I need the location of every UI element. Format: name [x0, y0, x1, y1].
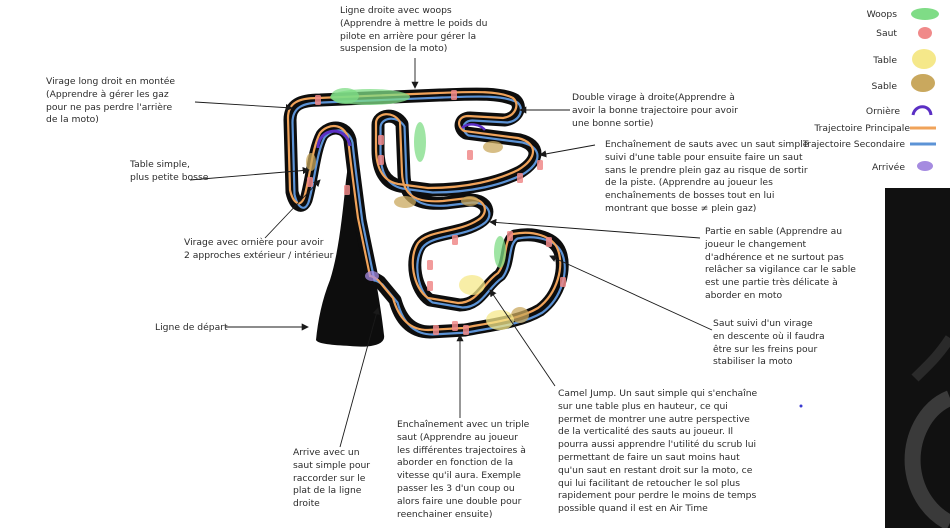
sable-marker-6 [461, 196, 479, 206]
saut-marker-12 [463, 325, 469, 335]
annotation-arrow-3 [189, 166, 310, 181]
annotation-arrow-6 [489, 218, 701, 239]
table-marker-9 [459, 275, 485, 295]
saut-marker-0 [315, 95, 321, 105]
secondary-line [291, 95, 566, 336]
saut-marker-3 [378, 155, 384, 165]
saut-marker-5 [467, 150, 473, 160]
legend-label-trajectoire-secondaire: Trajectoire Secondaire [802, 139, 905, 150]
stray-dot [799, 404, 803, 408]
legend-label-arrivee: Arrivée [872, 162, 905, 173]
legend-label-orniere: Ornière [865, 106, 900, 117]
legend-label-sable: Sable [871, 81, 898, 92]
sable-marker-5 [394, 196, 416, 208]
annotation-arrow-1 [194, 101, 293, 112]
primary-line [286, 90, 562, 332]
annotation-double-virage: Double virage à droite(Apprendre à avoir… [572, 92, 738, 129]
annotation-ligne-depart: Ligne de départ [155, 322, 228, 333]
track-surface [283, 87, 569, 339]
annotation-enchainement-sauts: Enchaînement de sauts avec un saut simpl… [605, 139, 809, 214]
saut-marker-17 [307, 177, 313, 187]
saut-marker-10 [452, 321, 458, 331]
annotation-virage-long: Virage long droit en montée (Apprendre à… [46, 76, 175, 126]
annotation-camel-jump: Camel Jump. Un saut simple qui s'enchaîn… [558, 388, 758, 515]
saut-marker-11 [433, 325, 439, 335]
annotation-virage-orniere: Virage avec ornière pour avoir 2 approch… [184, 237, 334, 261]
orniere-swatch [911, 105, 933, 116]
sable-swatch [911, 74, 935, 92]
orniere-marker-12 [461, 123, 486, 131]
arrivee-swatch [917, 161, 933, 171]
annotation-saut-virage-descente: Saut suivi d'un virage en descente où il… [713, 318, 825, 368]
saut-marker-6 [537, 160, 543, 170]
saut-marker-4 [517, 173, 523, 183]
annotation-arrive-saut: Arrive avec un saut simple pour raccorde… [293, 447, 371, 510]
sable-marker-7 [306, 153, 316, 171]
legend-swatches [910, 8, 939, 171]
annotation-arrow-9 [489, 289, 556, 387]
legend-label-saut: Saut [876, 28, 897, 39]
woops-marker-2 [414, 122, 426, 162]
saut-marker-16 [344, 185, 350, 195]
saut-swatch [918, 27, 932, 39]
annotation-ligne-droite-woops: Ligne droite avec woops (Apprendre à met… [340, 5, 488, 55]
annotation-arrow-8 [549, 255, 713, 331]
sable-marker-4 [483, 141, 503, 153]
dark-panel-shape [904, 335, 950, 528]
legend-label-woops: Woops [866, 9, 897, 20]
arrivee-marker-13 [365, 271, 379, 281]
saut-marker-13 [507, 231, 513, 241]
annotation-partie-sable: Partie en sable (Apprendre au joueur le … [705, 226, 856, 301]
annotation-arrows [189, 58, 713, 448]
annotation-arrow-4 [539, 144, 596, 158]
start-ramp [316, 140, 385, 347]
legend-label-table: Table [873, 55, 897, 66]
saut-marker-1 [451, 90, 457, 100]
features-layer [306, 88, 566, 335]
track-layer [283, 87, 569, 339]
saut-marker-7 [452, 235, 458, 245]
saut-marker-2 [378, 135, 384, 145]
table-swatch [912, 49, 936, 69]
annotation-table-simple: Table simple, plus petite bosse [130, 159, 209, 183]
saut-marker-9 [427, 281, 433, 291]
woops-swatch [911, 8, 939, 20]
woops-marker-3 [494, 236, 506, 268]
saut-marker-8 [427, 260, 433, 270]
sable-marker-8 [511, 307, 529, 323]
annotation-arrow-11 [339, 307, 380, 448]
woops-marker-1 [331, 88, 359, 104]
annotation-arrow-5 [264, 179, 321, 239]
orniere-marker-11 [316, 129, 352, 149]
legend-label-trajectoire-principale: Trajectoire Principale [814, 123, 910, 134]
annotation-triple-saut: Enchaînement avec un triple saut (Appren… [397, 419, 530, 520]
dark-panel [885, 188, 950, 528]
saut-marker-14 [546, 237, 552, 247]
saut-marker-15 [560, 277, 566, 287]
